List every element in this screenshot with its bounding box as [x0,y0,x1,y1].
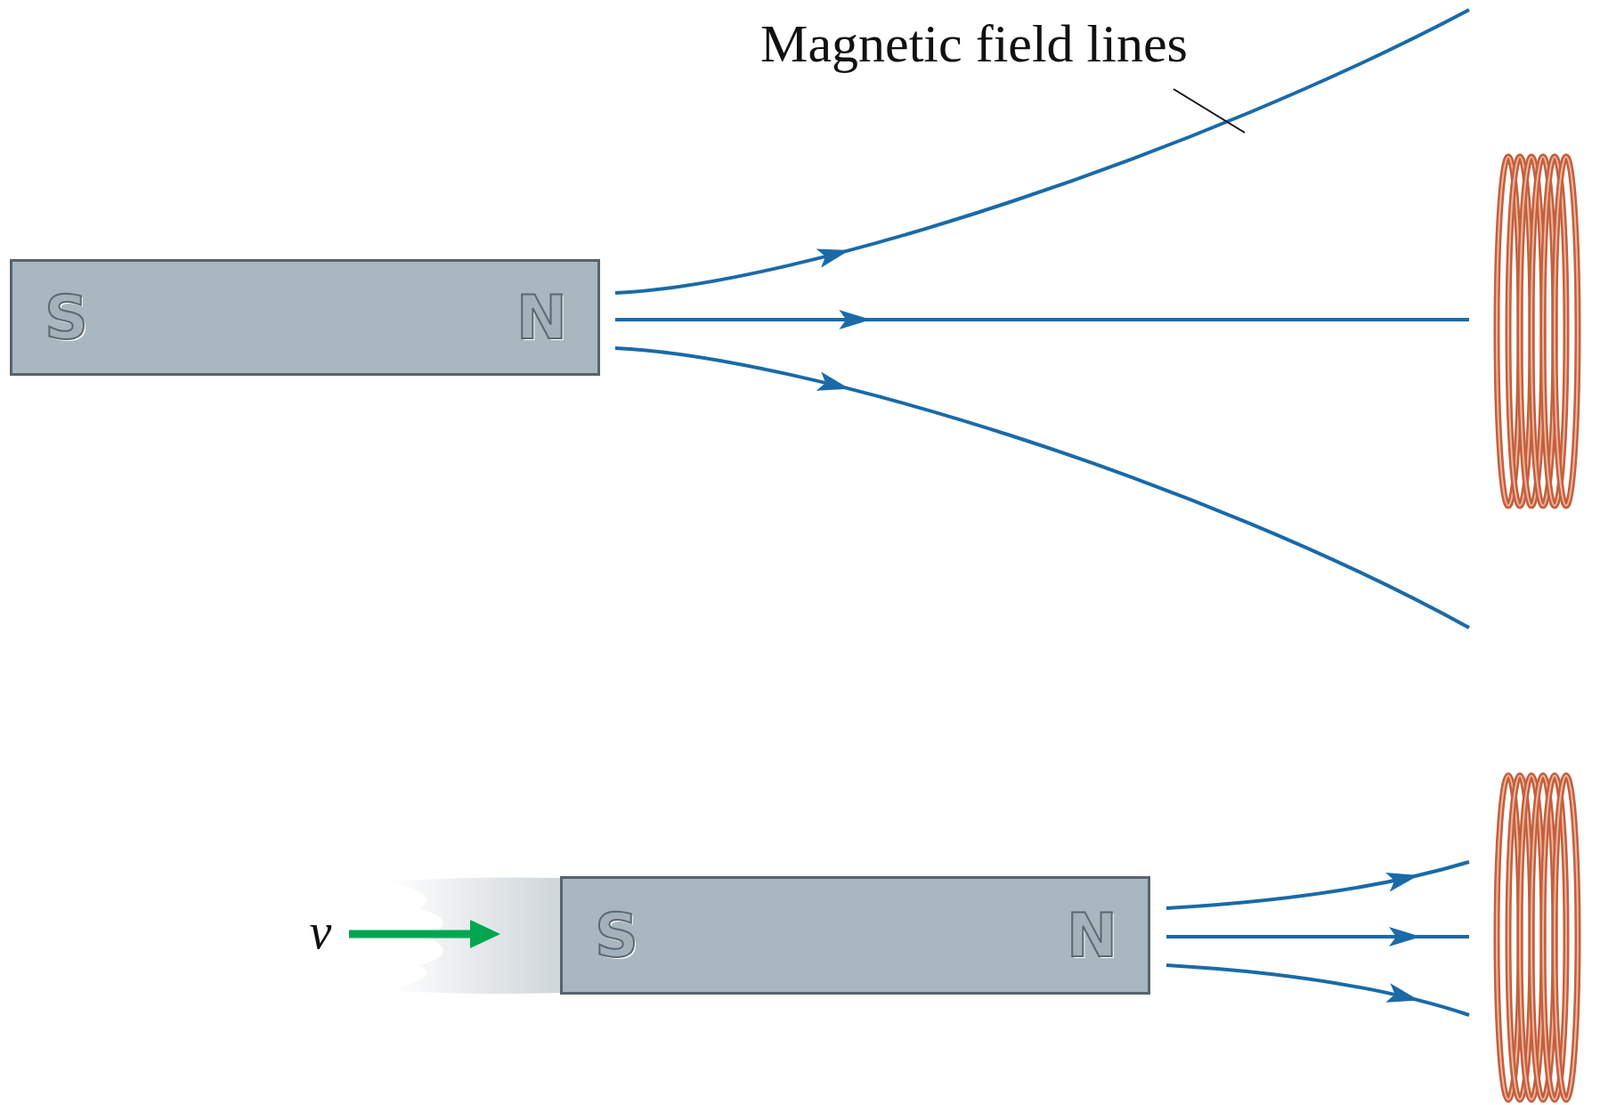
leader-line [1173,89,1245,133]
callout-label: Magnetic field lines [760,14,1188,74]
field-arrowhead [1385,982,1422,1010]
field-lines [615,9,1470,1016]
field-arrowhead [1388,926,1422,947]
field-arrowhead [1385,865,1422,892]
field-arrowhead [816,371,853,398]
coil [1496,775,1578,1100]
field-arrowhead [838,309,871,330]
velocity-symbol: v [309,904,333,960]
bar-magnet: SN [560,876,1151,995]
pole-letter: S [594,905,639,967]
bar-magnet: SN [9,259,601,376]
pole-letter: N [516,287,568,349]
field-arrowhead [816,240,853,268]
velocity-arrow [349,919,501,949]
pole-letter: S [44,287,89,349]
pole-letter: N [1066,905,1118,967]
coil [1496,156,1578,506]
